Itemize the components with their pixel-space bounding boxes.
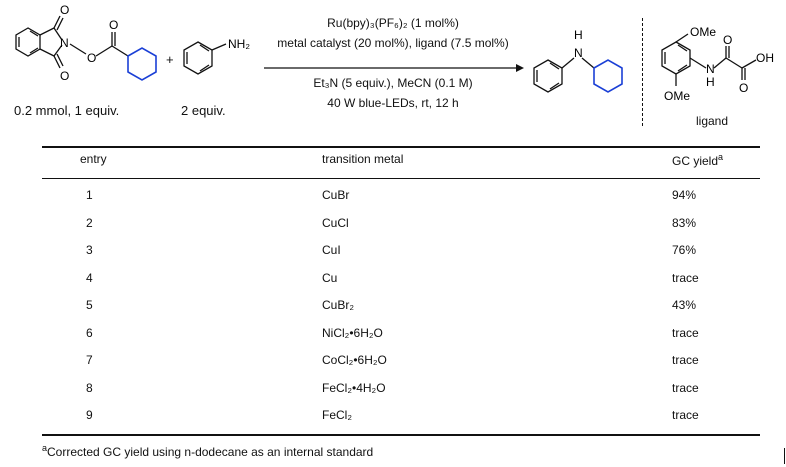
table-footnote: aCorrected GC yield using n-dodecane as …	[42, 443, 373, 459]
atom-label: N	[574, 46, 583, 60]
plus-sign: +	[166, 52, 174, 67]
cell-yield: 94%	[672, 188, 697, 202]
cell-metal: CuBr₂	[322, 298, 354, 312]
atom-label: N	[706, 62, 715, 76]
atom-label: OMe	[664, 89, 690, 103]
cell-entry: 9	[86, 408, 93, 422]
table-row: 2 CuCl 83%	[0, 216, 786, 238]
table-bottom-rule	[42, 434, 760, 436]
header-yield: GC yielda	[672, 152, 723, 168]
table-row: 7 CoCl₂•6H₂O trace	[0, 353, 786, 375]
reactant1-structure: O N O O O	[15, 3, 157, 83]
table-top-rule	[42, 146, 760, 148]
product-structure: H N	[533, 28, 623, 93]
atom-label: O	[60, 69, 69, 83]
table-row: 9 FeCl₂ trace	[0, 408, 786, 430]
cell-metal: NiCl₂•6H₂O	[322, 325, 383, 340]
cell-metal: CuBr	[322, 188, 350, 202]
footnote-mark: a	[718, 152, 724, 162]
reactant1-label: 0.2 mmol, 1 equiv.	[14, 103, 120, 118]
table-row: 1 CuBr 94%	[0, 188, 786, 210]
ligand-label: ligand	[696, 114, 729, 128]
reactant2-label: 2 equiv.	[181, 103, 226, 118]
atom-label: O	[723, 33, 732, 47]
table-row: 4 Cu trace	[0, 271, 786, 293]
cell-yield: trace	[672, 353, 699, 367]
edge-mark	[784, 448, 785, 464]
table-row: 3 CuI 76%	[0, 243, 786, 265]
footnote-mark: a	[42, 443, 48, 453]
amine-group: NH₂	[228, 37, 250, 51]
table-row: 6 NiCl₂•6H₂O trace	[0, 326, 786, 348]
cell-metal: CuI	[322, 243, 341, 257]
header-entry: entry	[80, 152, 107, 166]
condition-reaction: 40 W blue-LEDs, rt, 12 h	[327, 96, 459, 110]
header-yield-text: GC yield	[672, 154, 719, 168]
cell-yield: 83%	[672, 215, 697, 230]
cell-yield: trace	[672, 270, 699, 285]
cell-yield: trace	[672, 408, 699, 422]
condition-photocatalyst: Ru(bpy)₃(PF₆)₂ (1 mol%)	[327, 16, 459, 30]
atom-label: H	[574, 28, 583, 42]
cell-yield: 43%	[672, 298, 697, 312]
cell-yield: trace	[672, 380, 699, 395]
cell-entry: 1	[86, 188, 93, 202]
cell-entry: 4	[86, 270, 93, 285]
atom-label: O	[87, 51, 96, 65]
cell-entry: 2	[86, 215, 93, 230]
atom-label: OH	[756, 51, 774, 65]
condition-catalyst: metal catalyst (20 mol%), ligand (7.5 mo…	[277, 36, 509, 50]
atom-label: O	[60, 3, 69, 17]
cell-entry: 5	[86, 298, 93, 312]
cell-metal: CoCl₂•6H₂O	[322, 353, 387, 367]
atom-label: H	[706, 75, 715, 89]
cell-metal: Cu	[322, 270, 338, 285]
reaction-arrow	[264, 60, 524, 72]
table-row: 8 FeCl₂•4H₂O trace	[0, 381, 786, 403]
table-header-row: entry transition metal GC yielda	[0, 152, 786, 174]
footnote-text: Corrected GC yield using n-dodecane as a…	[47, 445, 374, 459]
condition-base: Et₃N (5 equiv.), MeCN (0.1 M)	[313, 76, 473, 90]
ligand-structure: OMe OMe O O OH N H	[661, 25, 774, 103]
cell-entry: 6	[86, 325, 93, 340]
cell-entry: 3	[86, 243, 93, 257]
cell-yield: trace	[672, 325, 699, 340]
atom-label: OMe	[690, 25, 716, 39]
atom-label: N	[60, 36, 69, 50]
cell-metal: FeCl₂	[322, 408, 352, 422]
header-metal: transition metal	[322, 152, 404, 166]
cell-entry: 7	[86, 353, 93, 367]
cell-entry: 8	[86, 380, 93, 395]
table-header-rule	[42, 178, 760, 179]
cell-metal: FeCl₂•4H₂O	[322, 380, 386, 395]
reactant2-structure: NH₂	[183, 37, 250, 75]
cell-yield: 76%	[672, 243, 697, 257]
atom-label: O	[109, 18, 118, 32]
atom-label: O	[739, 81, 748, 95]
table-row: 5 CuBr₂ 43%	[0, 298, 786, 320]
cell-metal: CuCl	[322, 215, 349, 230]
scheme-separator	[642, 18, 643, 126]
